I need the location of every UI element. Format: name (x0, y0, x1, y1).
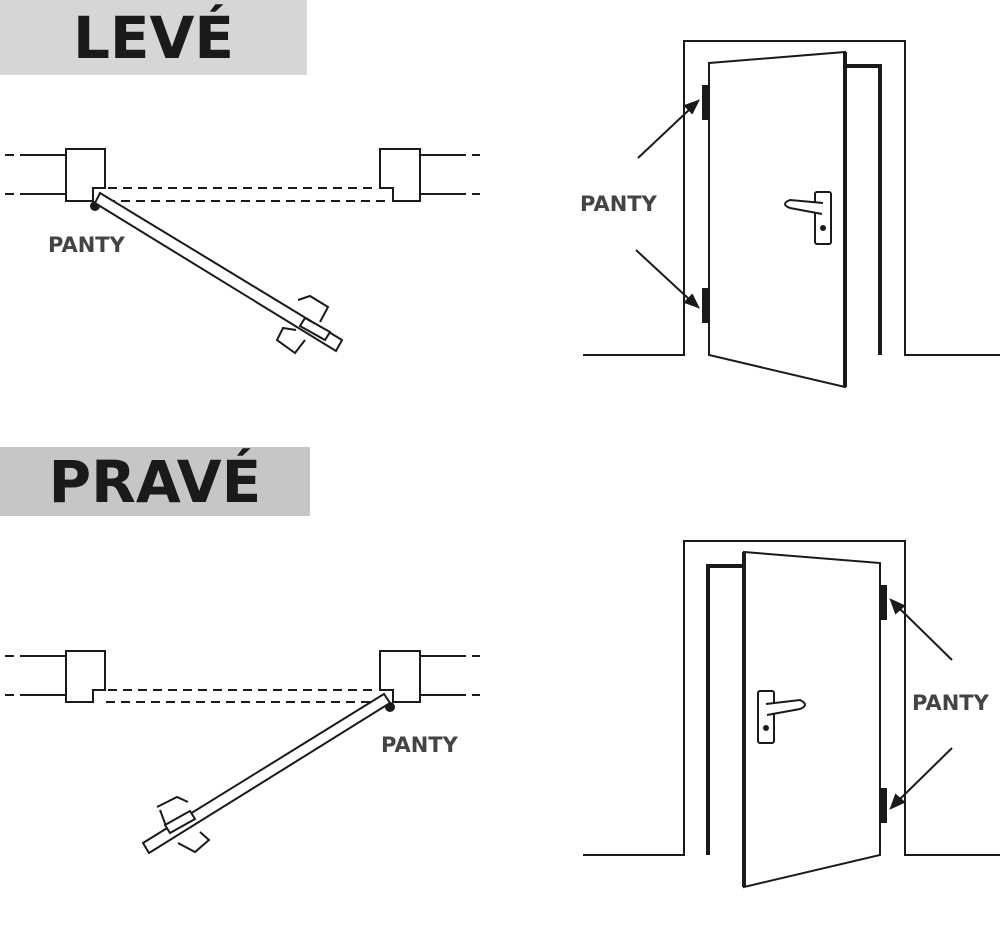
plan-hinge-label-right: PANTY (381, 733, 458, 757)
handle-plate (814, 191, 832, 245)
right-door-title: PRAVÉ (0, 447, 310, 516)
hinge-bottom (702, 288, 710, 323)
hinge-top (879, 585, 887, 620)
door-leaf (93, 191, 344, 353)
handle-icon (156, 795, 211, 854)
right-floor-plan (5, 650, 480, 855)
left-door-title: LEVÉ (0, 0, 307, 75)
hinge-top (702, 85, 710, 120)
right-door-elevation (583, 540, 1000, 889)
handle-plate (757, 690, 775, 744)
hinge-bottom (879, 788, 887, 823)
left-door-elevation (583, 40, 1000, 389)
handle-icon (275, 294, 330, 355)
left-floor-plan (5, 148, 480, 355)
door-leaf (141, 692, 392, 855)
door-hinge-label-left: PANTY (580, 192, 657, 216)
door-hinge-label-right: PANTY (912, 691, 989, 715)
plan-hinge-label-left: PANTY (48, 233, 125, 257)
